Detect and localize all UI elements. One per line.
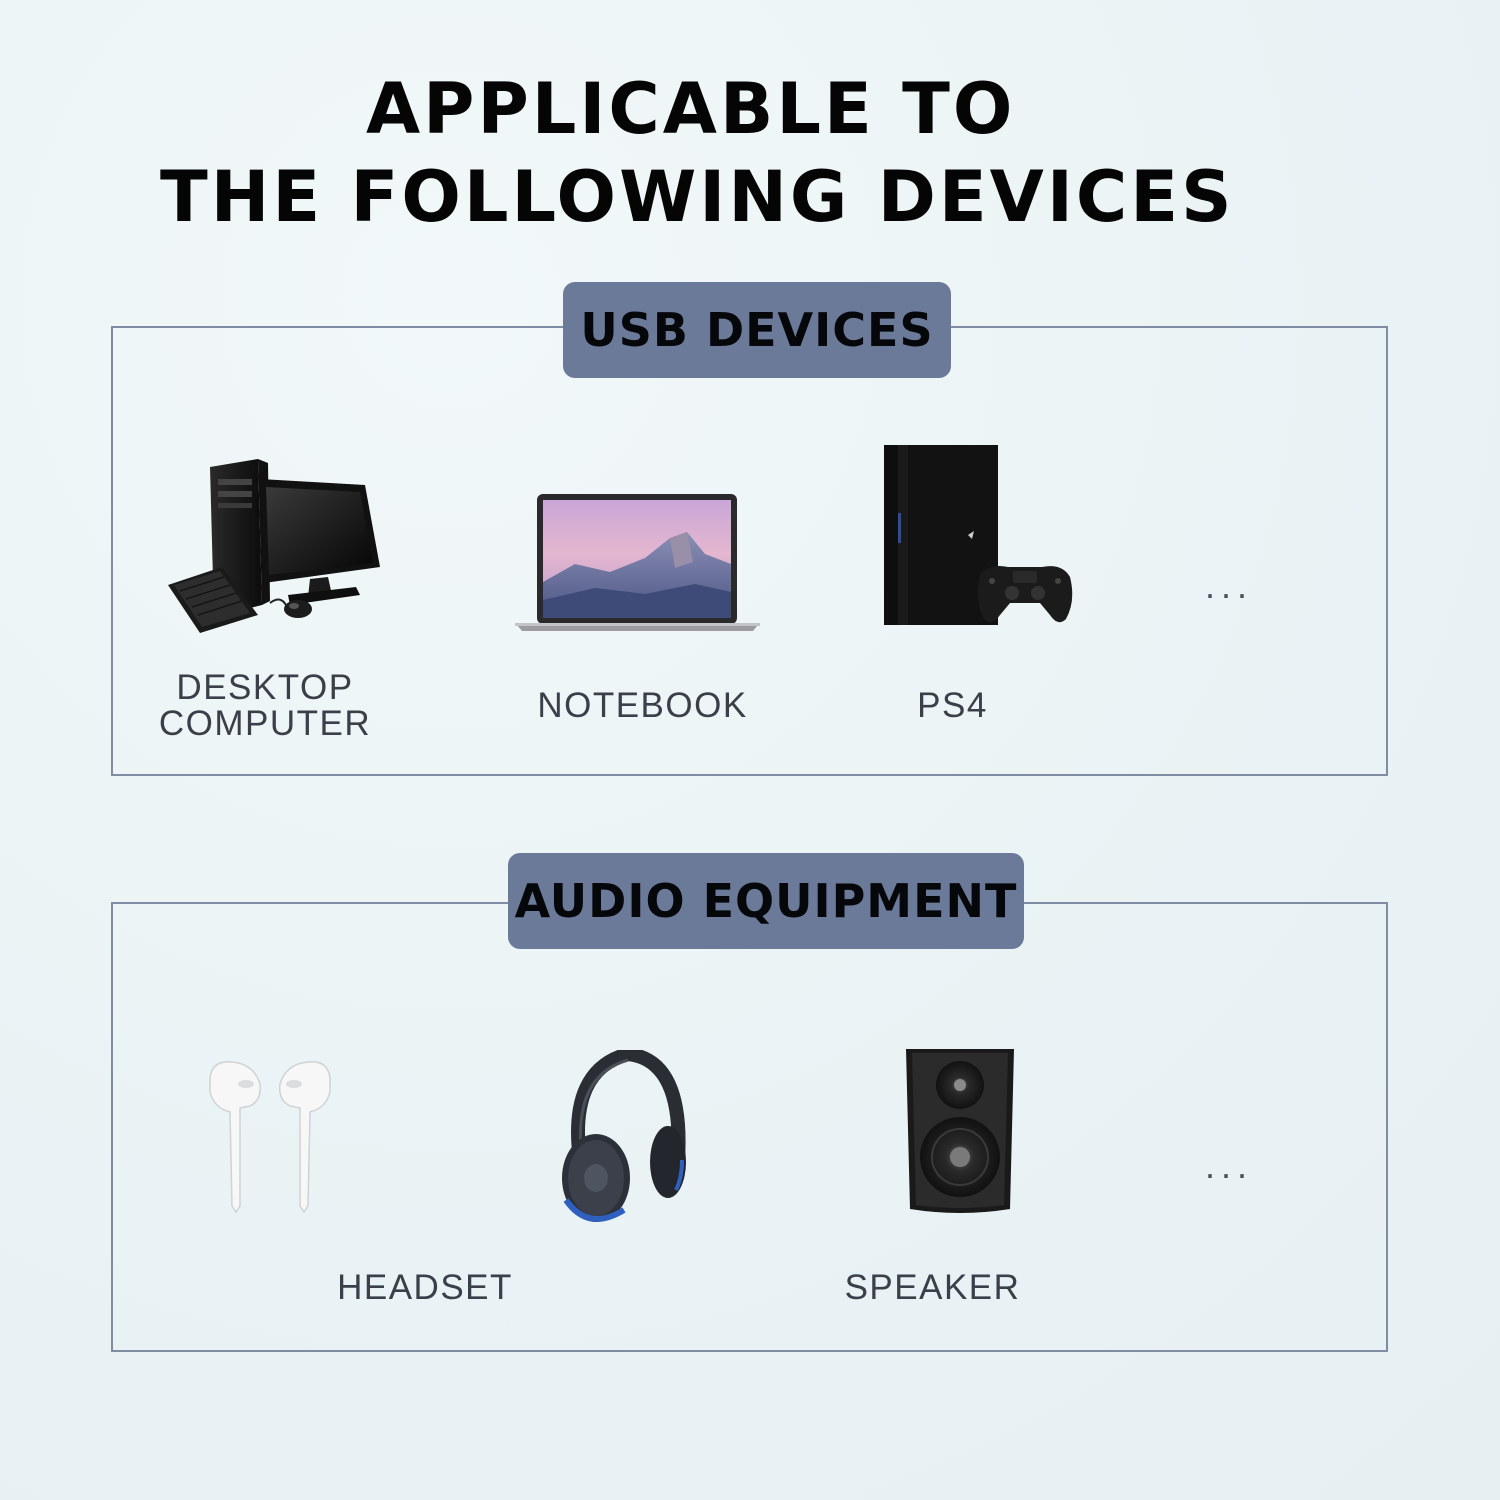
more-audio-devices: ...: [1205, 1145, 1254, 1186]
device-label-speaker: SPEAKER: [844, 1268, 1021, 1307]
audio-equipment-title: AUDIO EQUIPMENT: [508, 853, 1024, 949]
device-label-headset: HEADSET: [337, 1268, 513, 1307]
more-usb-devices: ...: [1205, 565, 1254, 606]
device-label-desktop-line2: COMPUTER: [158, 704, 372, 743]
heading-line-2: THE FOLLOWING DEVICES: [160, 156, 1235, 238]
device-label-ps4: PS4: [917, 686, 988, 725]
device-label-notebook: NOTEBOOK: [537, 686, 748, 725]
usb-devices-title: USB DEVICES: [563, 282, 951, 378]
game-console-icon: [884, 445, 1073, 625]
earphones-icon: [209, 1061, 331, 1214]
speaker-icon: [906, 1049, 1014, 1213]
laptop-icon: [515, 494, 760, 631]
device-label-desktop-line1: DESKTOP: [176, 668, 354, 707]
headphones-icon: [562, 1050, 686, 1222]
heading-line-1: APPLICABLE TO: [366, 68, 1016, 150]
desktop-computer-icon: [168, 459, 380, 633]
